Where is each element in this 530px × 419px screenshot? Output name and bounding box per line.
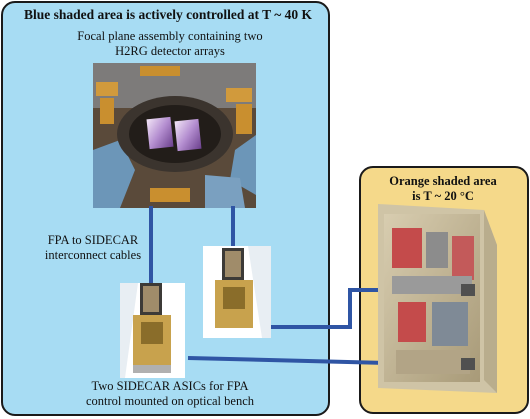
orange-region-title-line2: is T ~ 20 °C: [412, 189, 474, 203]
blue-region-title: Blue shaded area is actively controlled …: [23, 7, 313, 22]
focal-plane-caption-line1: Focal plane assembly containing two: [77, 29, 263, 43]
asics-caption-line2: control mounted on optical bench: [85, 394, 254, 408]
sidecar-asic-image-right: [203, 246, 271, 338]
focal-plane-caption-line2: H2RG detector arrays: [115, 44, 225, 58]
asics-caption-line1: Two SIDECAR ASICs for FPA: [91, 379, 249, 393]
cables-label-line2: interconnect cables: [44, 248, 142, 262]
focal-plane-assembly-image: [93, 63, 256, 208]
orange-region-title-line1: Orange shaded area: [389, 174, 497, 188]
sidecar-asic-image-left: [120, 283, 185, 378]
cables-label-line1: FPA to SIDECAR: [47, 233, 139, 247]
warm-electronics-box-image: [378, 204, 497, 393]
